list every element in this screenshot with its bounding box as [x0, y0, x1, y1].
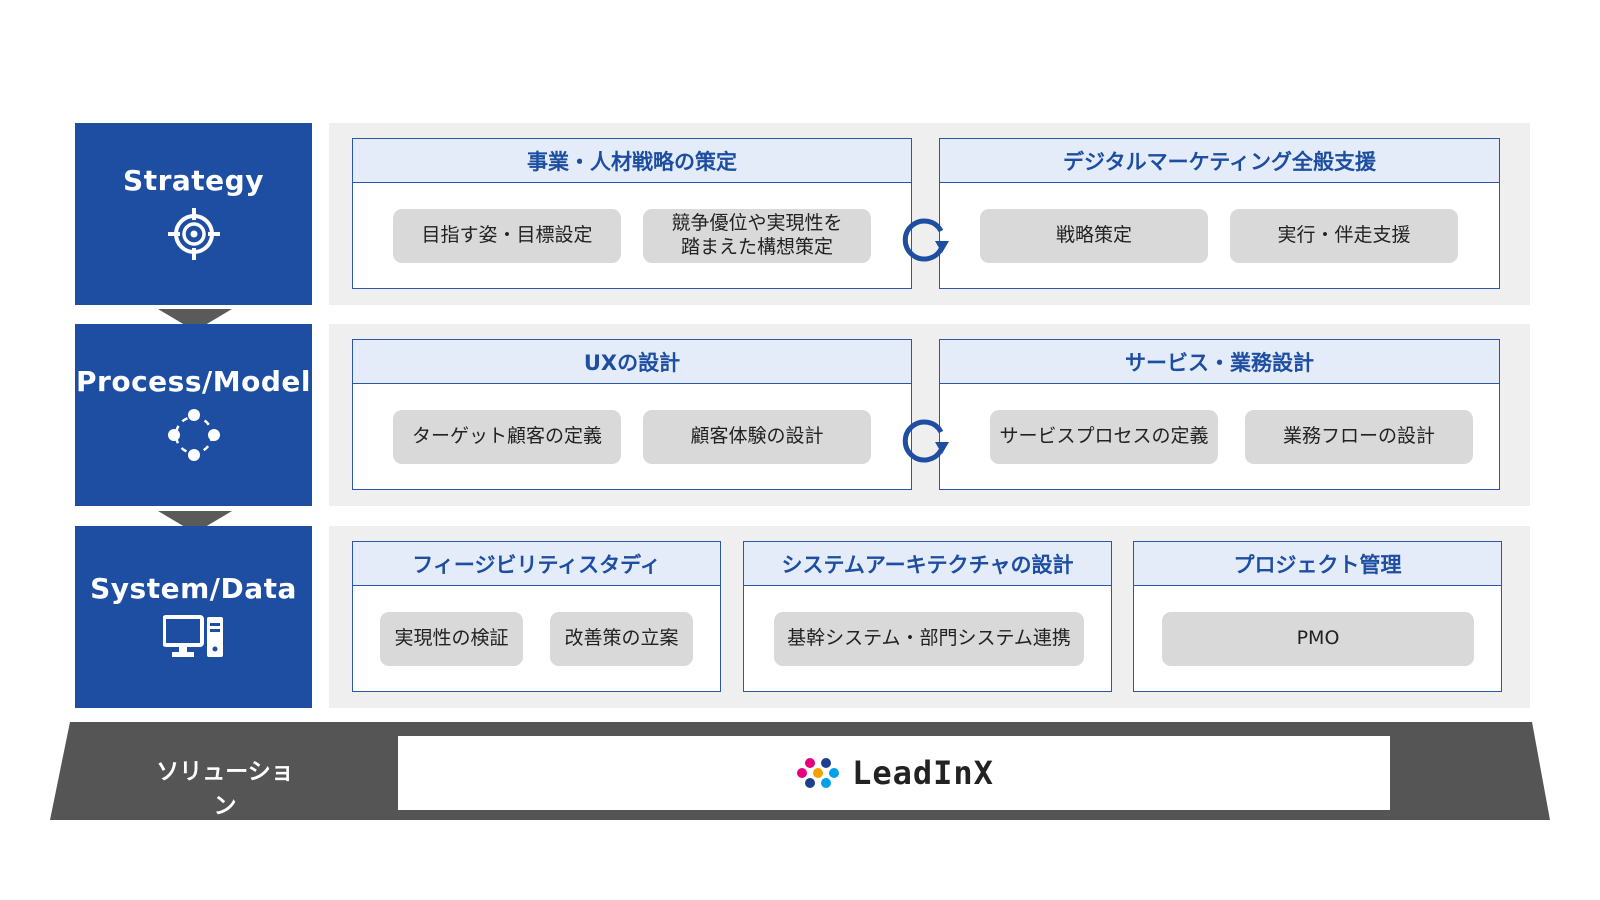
- card-title: システムアーキテクチャの設計: [744, 542, 1111, 586]
- card-title: UXの設計: [353, 340, 911, 384]
- chip-pmo: PMO: [1162, 612, 1474, 666]
- chip-strategy-formulation: 戦略策定: [980, 209, 1208, 263]
- chip-feasibility-check: 実現性の検証: [380, 612, 523, 666]
- card-digital-marketing: デジタルマーケティング全般支援 戦略策定 実行・伴走支援: [939, 138, 1500, 289]
- chip-system-integration: 基幹システム・部門システム連携: [774, 612, 1084, 666]
- chip-concept-planning: 競争優位や実現性を 踏まえた構想策定: [643, 209, 871, 263]
- card-system-architecture: システムアーキテクチャの設計 基幹システム・部門システム連携: [743, 541, 1112, 692]
- layer-title: Process/Model: [76, 364, 311, 398]
- card-ux-design: UXの設計 ターゲット顧客の定義 顧客体験の設計: [352, 339, 912, 490]
- solution-logo-box: LeadInX: [398, 736, 1390, 810]
- cycle-arrow-icon: [902, 218, 949, 262]
- layer-title: System/Data: [90, 571, 297, 605]
- card-business-strategy: 事業・人材戦略の策定 目指す姿・目標設定 競争優位や実現性を 踏まえた構想策定: [352, 138, 912, 289]
- card-title: フィージビリティスタディ: [353, 542, 720, 586]
- cycle-nodes-icon: [167, 408, 221, 466]
- chip-improvement-plan: 改善策の立案: [550, 612, 693, 666]
- layer-system-label: System/Data: [75, 526, 312, 708]
- process-panel: UXの設計 ターゲット顧客の定義 顧客体験の設計 サービス・業務設計 サービスプ…: [329, 324, 1530, 506]
- solution-logo-text: LeadInX: [852, 754, 994, 792]
- chip-goal-setting: 目指す姿・目標設定: [393, 209, 621, 263]
- computer-icon: [161, 614, 225, 663]
- chip-service-process: サービスプロセスの定義: [990, 410, 1218, 464]
- solution-label: ソリューション: [156, 759, 294, 819]
- strategy-panel: 事業・人材戦略の策定 目指す姿・目標設定 競争優位や実現性を 踏まえた構想策定 …: [329, 123, 1530, 305]
- layer-title: Strategy: [123, 163, 264, 197]
- card-service-design: サービス・業務設計 サービスプロセスの定義 業務フローの設計: [939, 339, 1500, 490]
- chip-business-flow: 業務フローの設計: [1245, 410, 1473, 464]
- cycle-arrow-icon: [902, 419, 949, 463]
- chip-execution-support: 実行・伴走支援: [1230, 209, 1458, 263]
- target-icon: [167, 207, 221, 265]
- leadinx-logo-icon: [797, 758, 840, 788]
- card-project-management: プロジェクト管理 PMO: [1133, 541, 1502, 692]
- chip-customer-experience: 顧客体験の設計: [643, 410, 871, 464]
- card-title: 事業・人材戦略の策定: [353, 139, 911, 183]
- layer-strategy-label: Strategy: [75, 123, 312, 305]
- layer-process-label: Process/Model: [75, 324, 312, 506]
- card-title: サービス・業務設計: [940, 340, 1499, 384]
- card-title: デジタルマーケティング全般支援: [940, 139, 1499, 183]
- system-panel: フィージビリティスタディ 実現性の検証 改善策の立案 システムアーキテクチャの設…: [329, 526, 1530, 708]
- chip-target-customer: ターゲット顧客の定義: [393, 410, 621, 464]
- card-feasibility-study: フィージビリティスタディ 実現性の検証 改善策の立案: [352, 541, 721, 692]
- card-title: プロジェクト管理: [1134, 542, 1501, 586]
